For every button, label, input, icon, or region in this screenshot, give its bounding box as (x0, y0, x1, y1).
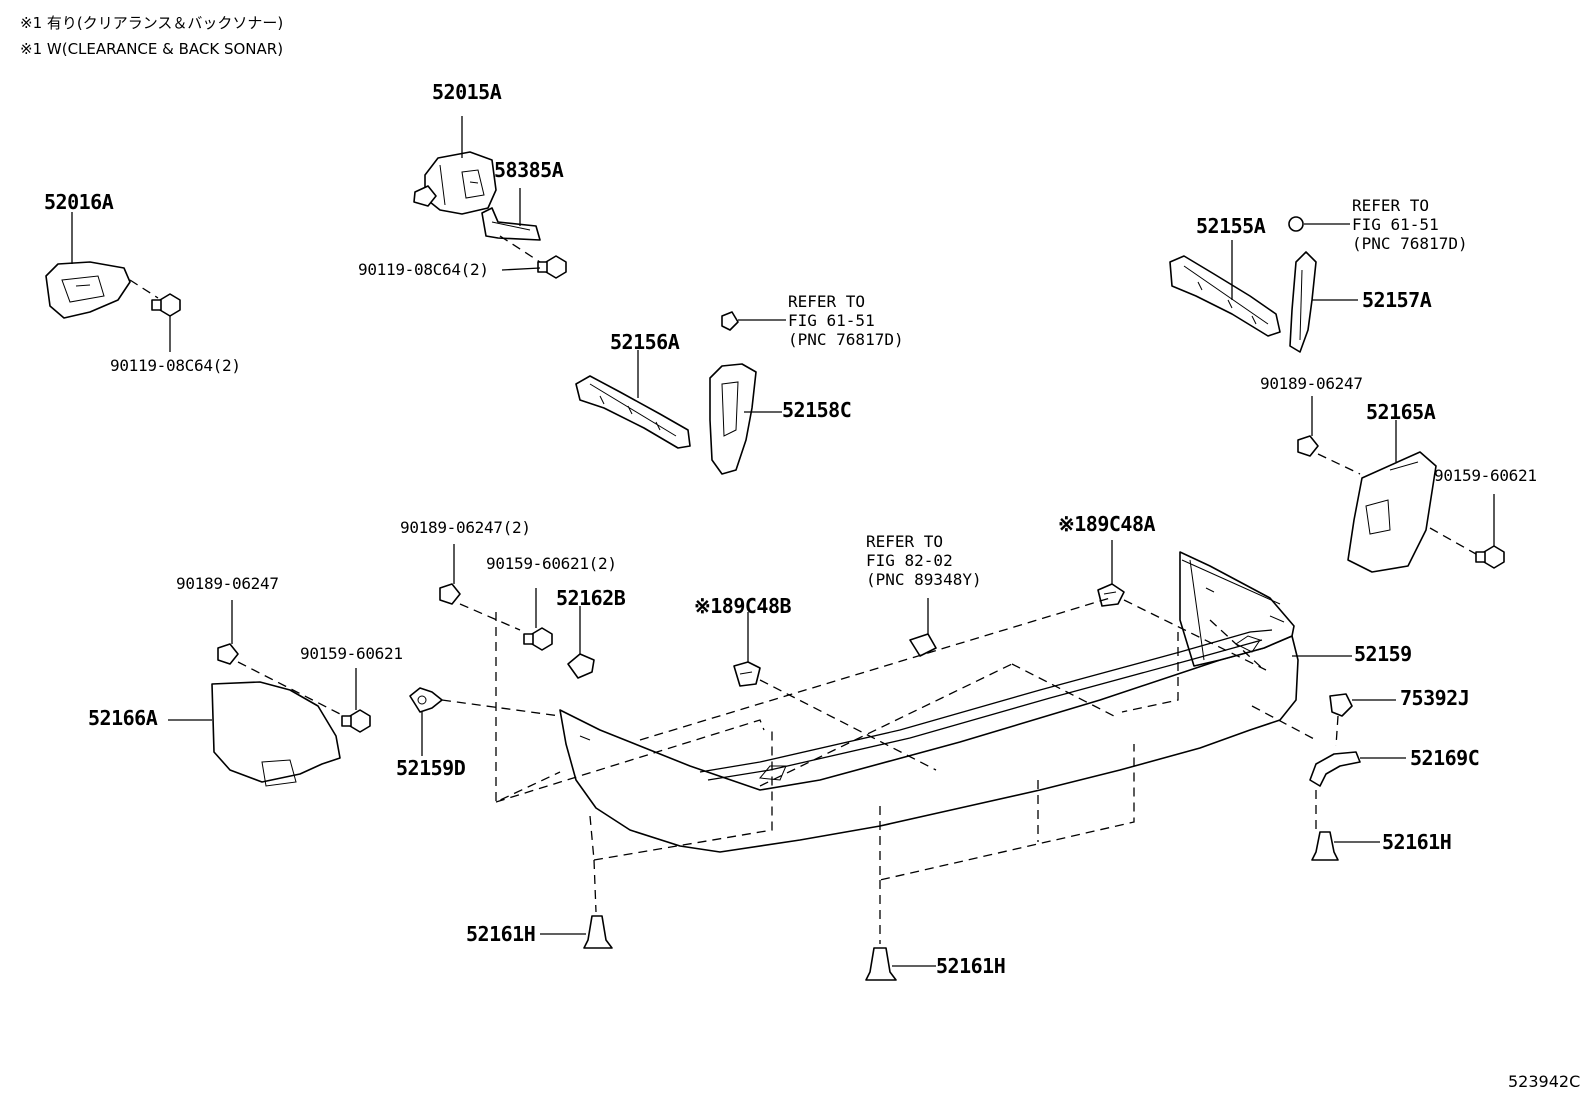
bolt-90159-pair-drawing (523, 588, 553, 651)
sensor-bracket-189C48A-drawing (1097, 540, 1267, 671)
refer-3-line-1: REFER TO (866, 532, 944, 551)
refer-2-line-1: REFER TO (1352, 196, 1430, 215)
label-58385A: 58385A (494, 158, 564, 182)
refer-callout-2: REFER TO FIG 61-51 (PNC 76817D) (1352, 196, 1468, 253)
label-75392J: 75392J (1400, 686, 1470, 710)
bracket-52158C-drawing (709, 363, 782, 475)
label-90119-lower: 90119-08C64(2) (110, 356, 241, 375)
bumper-cover-52159-drawing (559, 551, 1352, 853)
label-189C48B: ※189C48B (694, 594, 792, 618)
bracket-52016A-drawing (45, 212, 159, 319)
label-52158C: 52158C (782, 398, 852, 422)
label-52016A: 52016A (44, 190, 114, 214)
note-english: ※1 W(CLEARANCE & BACK SONAR) (20, 40, 284, 58)
clip-90189-pair-drawing (439, 544, 521, 631)
label-90159-pair: 90159-60621(2) (486, 554, 617, 573)
label-52166A: 52166A (88, 706, 158, 730)
assembly-guide-lines (495, 597, 1263, 944)
label-52169C: 52169C (1410, 746, 1480, 770)
clip-refer-1-drawing (721, 311, 786, 331)
refer-3-line-3: (PNC 89348Y) (866, 570, 982, 589)
label-90119-upper: 90119-08C64(2) (358, 260, 489, 279)
label-52159D: 52159D (396, 756, 466, 780)
label-52157A: 52157A (1362, 288, 1432, 312)
label-90189-right: 90189-06247 (1260, 374, 1363, 393)
clip-75392J-drawing (1329, 693, 1396, 747)
clip-refer-3-drawing (909, 598, 937, 657)
bolt-90119-upper-drawing (499, 235, 567, 279)
refer-1-line-1: REFER TO (788, 292, 866, 311)
bracket-52155A-drawing (1169, 240, 1281, 337)
clip-90189-left-drawing (217, 600, 345, 717)
bolt-90159-left-drawing (341, 668, 371, 733)
bracket-52157A-drawing (1289, 251, 1358, 353)
label-52162B: 52162B (556, 586, 626, 610)
label-90189-left: 90189-06247 (176, 574, 279, 593)
label-90189-pair: 90189-06247(2) (400, 518, 531, 537)
label-52165A: 52165A (1366, 400, 1436, 424)
clip-52161H-right-drawing (1311, 831, 1380, 861)
label-90159-right: 90159-60621 (1434, 466, 1537, 485)
bolt-90159-right-drawing (1429, 494, 1505, 569)
bolt-90119-lower-drawing (151, 293, 181, 352)
clip-52161H-left-drawing (540, 915, 613, 949)
bracket-52015A-drawing (413, 116, 497, 215)
label-52161H-left: 52161H (466, 922, 536, 946)
refer-1-line-2: FIG 61-51 (788, 311, 875, 330)
label-52161H-center: 52161H (936, 954, 1006, 978)
clip-refer-2-drawing (1288, 216, 1350, 232)
label-52015A: 52015A (432, 80, 502, 104)
label-189C48A: ※189C48A (1058, 512, 1156, 536)
moulding-52169C-drawing (1251, 705, 1406, 830)
sensor-bracket-189C48B-drawing (733, 612, 937, 771)
clip-90189-right-drawing (1297, 396, 1361, 475)
refer-3-line-2: FIG 82-02 (866, 551, 953, 570)
label-90159-left: 90159-60621 (300, 644, 403, 663)
label-52155A: 52155A (1196, 214, 1266, 238)
fender-liner-52165A-drawing (1347, 420, 1437, 573)
figure-code: 523942C (1508, 1072, 1581, 1091)
bracket-52159D-drawing (409, 687, 561, 756)
refer-1-line-3: (PNC 76817D) (788, 330, 904, 349)
note-japanese: ※1 有り(クリアランス＆バックソナー) (20, 14, 284, 32)
bracket-58385A-drawing (481, 188, 541, 241)
refer-callout-1: REFER TO FIG 61-51 (PNC 76817D) (788, 292, 904, 349)
label-52159: 52159 (1354, 642, 1412, 666)
clip-52161H-center-drawing (865, 947, 936, 981)
cap-52162B-drawing (567, 606, 595, 679)
refer-callout-3: REFER TO FIG 82-02 (PNC 89348Y) (866, 532, 982, 589)
refer-2-line-2: FIG 61-51 (1352, 215, 1439, 234)
label-52156A: 52156A (610, 330, 680, 354)
label-52161H-right: 52161H (1382, 830, 1452, 854)
fender-liner-52166A-drawing (168, 681, 341, 787)
bracket-52156A-drawing (575, 350, 691, 449)
refer-2-line-3: (PNC 76817D) (1352, 234, 1468, 253)
